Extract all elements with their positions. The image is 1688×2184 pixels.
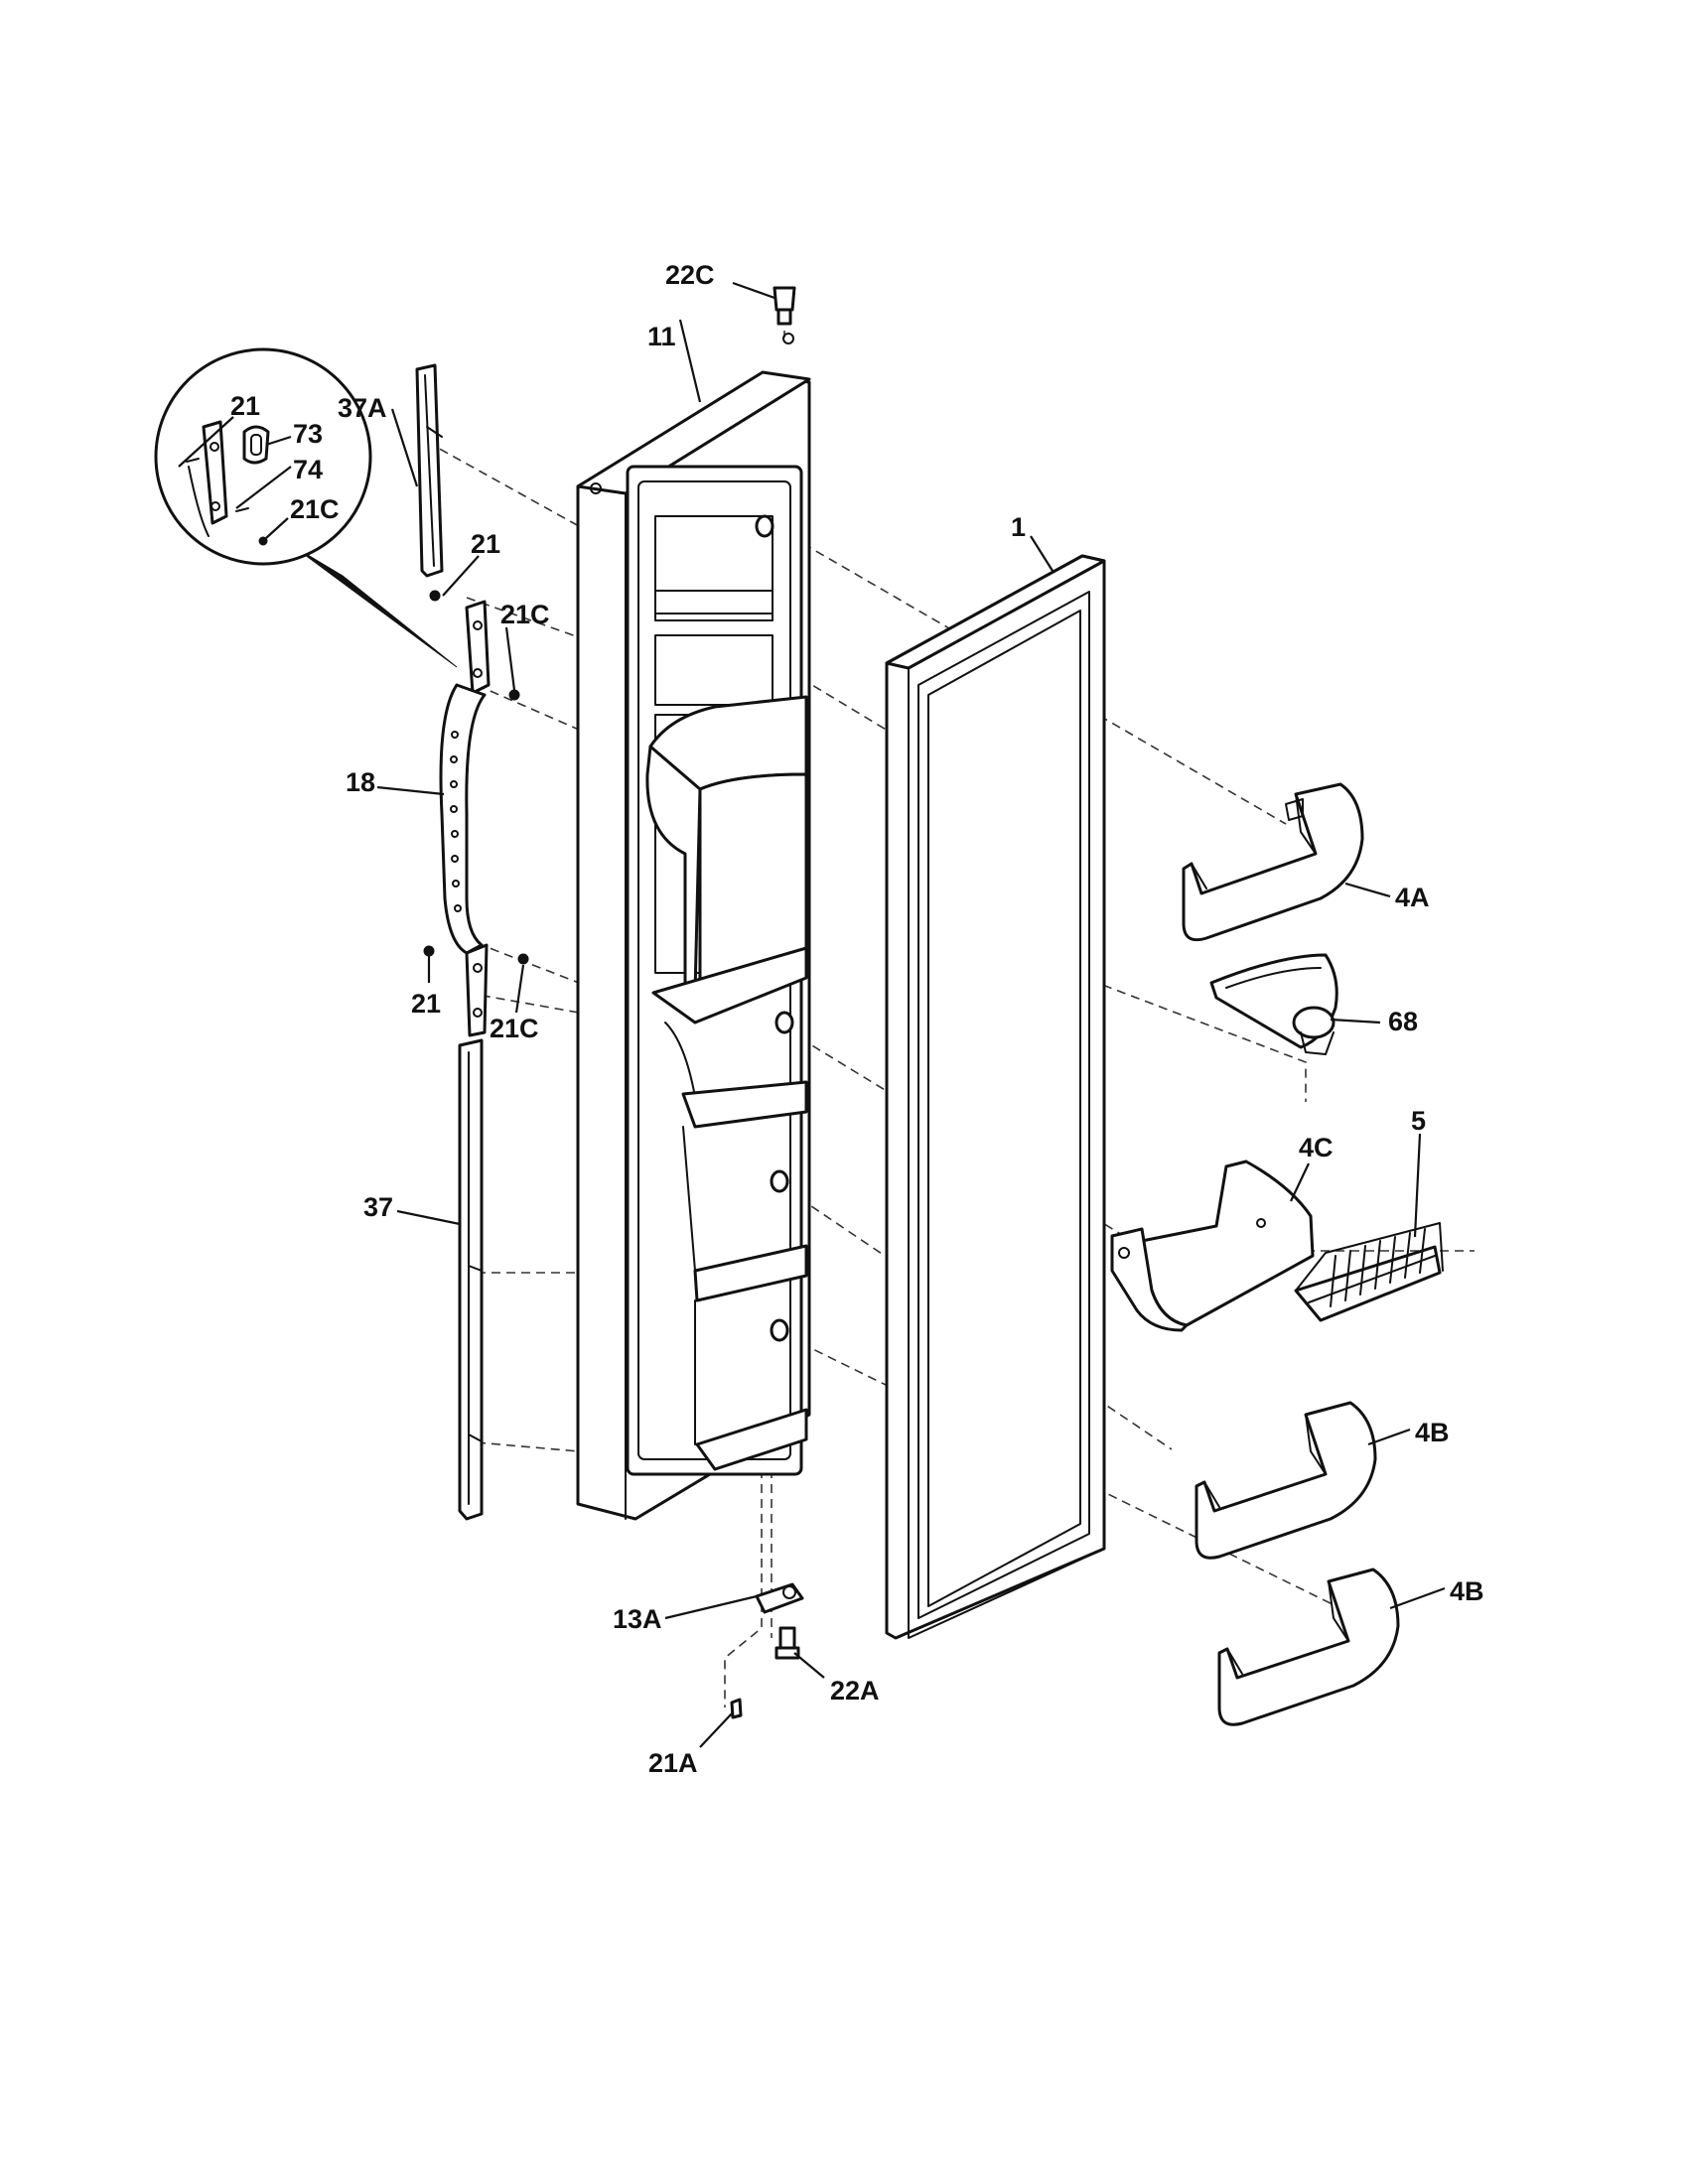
bottom-hinge-parts <box>730 1582 804 1719</box>
callout-5: 5 <box>1411 1106 1426 1136</box>
callout-21a: 21A <box>648 1748 698 1778</box>
door-assembly <box>576 333 811 1521</box>
door-gasket <box>885 554 1106 1640</box>
callout-21c-top: 21C <box>500 600 550 629</box>
screws <box>423 590 529 965</box>
callout-18: 18 <box>346 767 375 797</box>
lower-trim-strip <box>458 1038 484 1521</box>
callout-21-bottom: 21 <box>411 989 441 1019</box>
callout-11: 11 <box>647 322 676 351</box>
callout-4c: 4C <box>1299 1133 1334 1162</box>
dispenser-funnel <box>1209 953 1338 1055</box>
door-bin-4b-upper <box>1195 1401 1377 1560</box>
top-hinge-pin <box>773 286 796 326</box>
callout-21c-detail: 21C <box>290 494 340 524</box>
callout-labels: 1 4A 4B 4B 4C 5 11 13A 18 21 21 21 21A 2… <box>230 260 1484 1778</box>
callout-21-top: 21 <box>471 529 500 559</box>
callout-22c: 22C <box>665 260 715 290</box>
callout-68: 68 <box>1388 1007 1418 1036</box>
wire-rack <box>1294 1222 1444 1322</box>
callout-21c-bottom: 21C <box>490 1014 539 1043</box>
callout-22a: 22A <box>830 1676 880 1706</box>
callout-4b-upper: 4B <box>1415 1418 1450 1447</box>
handle-holes <box>450 620 483 1018</box>
rack-wires <box>1308 1228 1436 1307</box>
door-bin-4b-lower <box>1217 1568 1400 1726</box>
callout-74: 74 <box>293 455 323 484</box>
callout-37: 37 <box>363 1192 393 1222</box>
handle-mount-detail <box>154 347 458 668</box>
callout-13a: 13A <box>613 1604 662 1634</box>
leader-lines <box>178 281 1446 1748</box>
door-bin-4c <box>1110 1160 1315 1332</box>
door-bin-4a <box>1182 782 1364 942</box>
door-handle <box>439 600 491 1037</box>
callout-4a: 4A <box>1395 883 1430 912</box>
callout-4b-lower: 4B <box>1450 1576 1484 1606</box>
callout-37a: 37A <box>338 393 387 423</box>
callout-73: 73 <box>293 419 323 449</box>
callout-21-detail: 21 <box>230 391 260 421</box>
upper-trim-strip <box>415 363 444 578</box>
callout-1: 1 <box>1011 512 1026 542</box>
